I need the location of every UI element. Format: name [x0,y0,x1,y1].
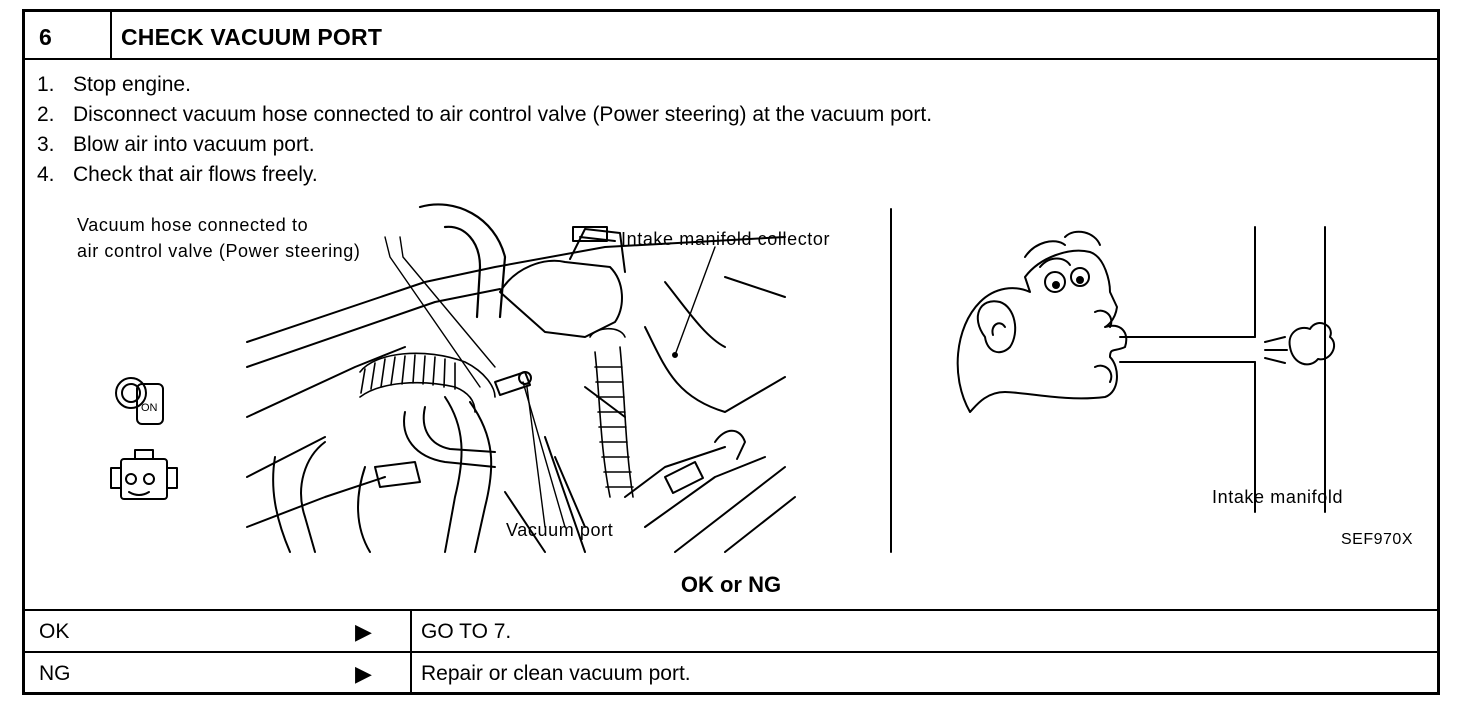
result-action: Repair or clean vacuum port. [421,662,691,685]
right-arrow-icon: ▶ [355,619,372,644]
result-divider [410,653,412,695]
intake-manifold-label: Intake manifold [1212,487,1344,507]
figure-reference-code: SEF970X [1341,531,1413,548]
instruction-item: 4.Check that air flows freely. [37,163,318,186]
ignition-key-icon: ON [115,377,164,425]
step-number: 6 [39,24,52,50]
procedure-sheet: 6 CHECK VACUUM PORT 1.Stop engine. 2.Dis… [22,9,1440,695]
engine-icon [110,449,178,500]
step-header: 6 CHECK VACUUM PORT [25,12,1437,60]
hose-label-line1: Vacuum hose connected to [77,215,309,235]
instruction-item: 1.Stop engine. [37,73,191,96]
result-action: GO TO 7. [421,620,512,643]
instruction-item: 3.Blow air into vacuum port. [37,133,315,156]
result-divider [410,611,412,651]
result-heading: OK or NG [680,572,782,597]
person-blowing-illustration [956,226,1336,513]
instruction-list: 1.Stop engine. 2.Disconnect vacuum hose … [37,70,932,190]
svg-text:ON: ON [141,402,158,414]
right-arrow-icon: ▶ [355,661,372,686]
result-row-ng: NG ▶ Repair or clean vacuum port. [25,653,1437,695]
vacuum-port-label: Vacuum port [506,520,614,540]
result-condition: OK [39,620,70,643]
step-title: CHECK VACUUM PORT [121,24,383,50]
result-table: OK ▶ GO TO 7. NG ▶ Repair or clean vacuu… [25,609,1437,695]
hose-label-line2: air control valve (Power steering) [77,241,361,261]
instruction-item: 2.Disconnect vacuum hose connected to ai… [37,103,933,126]
illustration: ON [25,197,1437,557]
header-divider [110,12,112,58]
result-row-ok: OK ▶ GO TO 7. [25,611,1437,653]
engine-bay-drawing [246,203,796,553]
illustration-drawing: ON [110,203,1336,553]
result-condition: NG [39,662,71,685]
collector-label: Intake manifold collector [621,229,831,249]
